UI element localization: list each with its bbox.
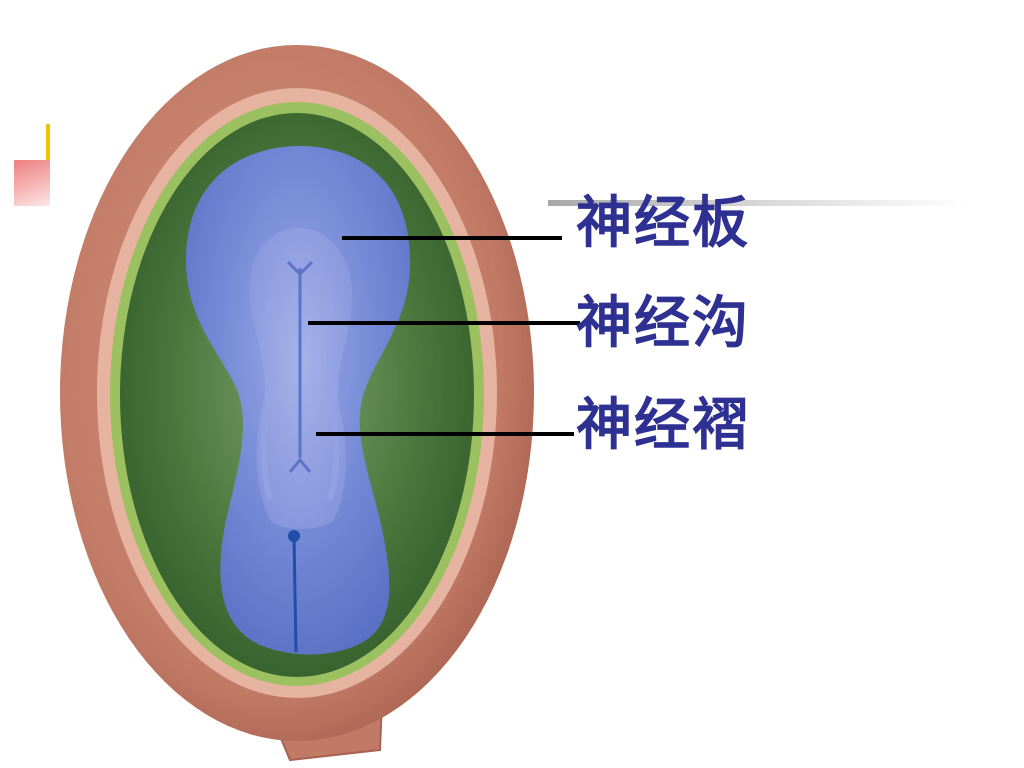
neural-fold-right [325, 299, 340, 501]
neural-groove [286, 260, 314, 473]
label-neural-plate: 神经板 [576, 191, 750, 256]
accent-square [14, 160, 50, 206]
label-neural-fold: 神经褶 [576, 393, 750, 458]
title-rule [548, 200, 968, 206]
primitive-streak [292, 535, 298, 653]
neural-fold-left [260, 299, 275, 501]
label-neural-groove: 神经沟 [576, 291, 750, 356]
